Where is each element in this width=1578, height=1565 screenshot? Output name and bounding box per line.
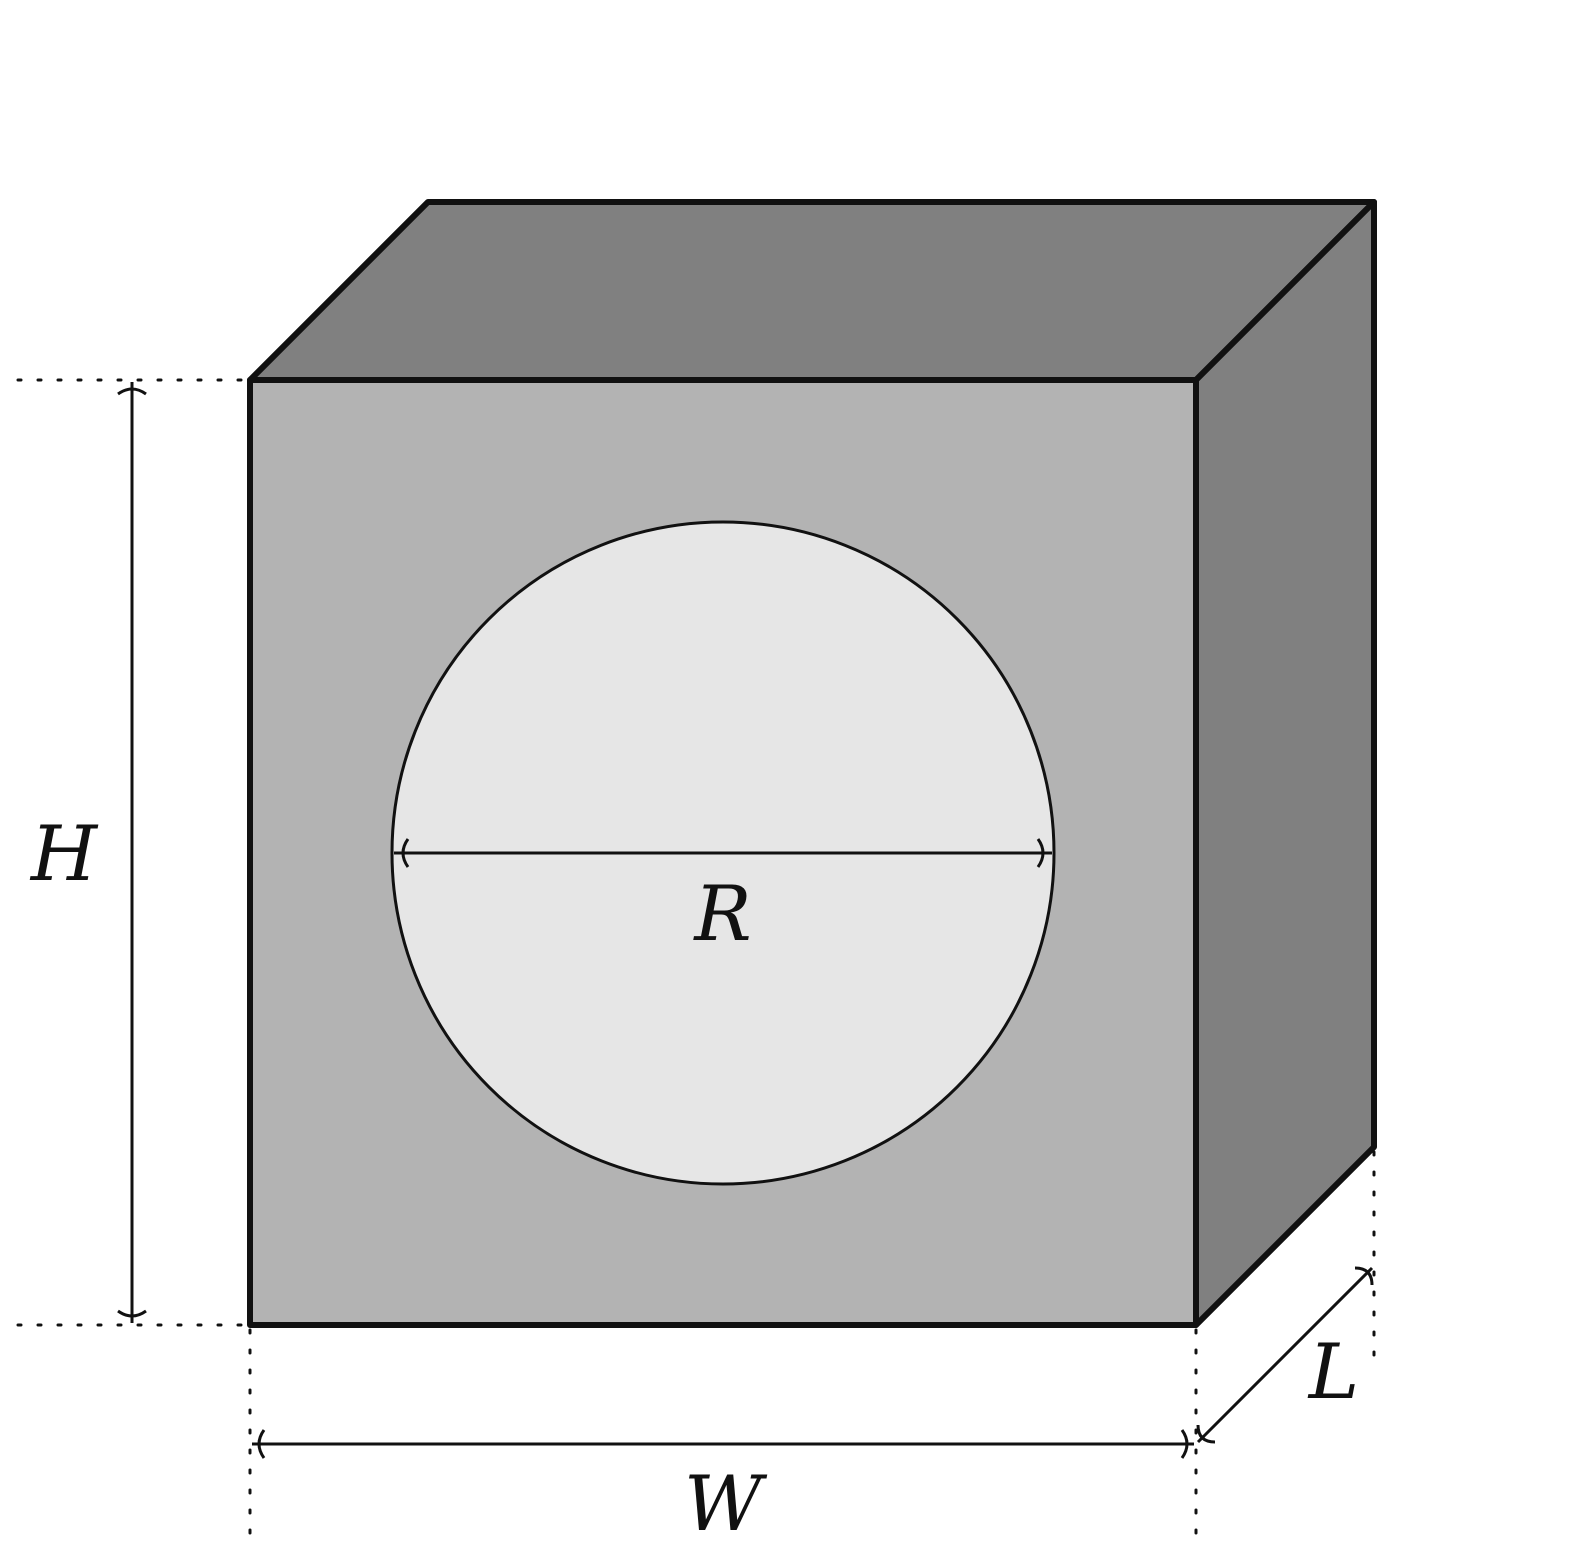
length-label: L (1307, 1327, 1359, 1416)
width-label: W (684, 1459, 768, 1548)
length-dimension (1196, 1150, 1376, 1444)
height-label: H (29, 809, 99, 898)
diameter-arrow (394, 838, 1052, 868)
height-dimension (16, 378, 248, 1327)
top-face (247, 199, 1377, 383)
width-dimension (248, 1328, 1198, 1550)
diameter-label: R (692, 869, 751, 958)
right-face (1193, 199, 1377, 1328)
